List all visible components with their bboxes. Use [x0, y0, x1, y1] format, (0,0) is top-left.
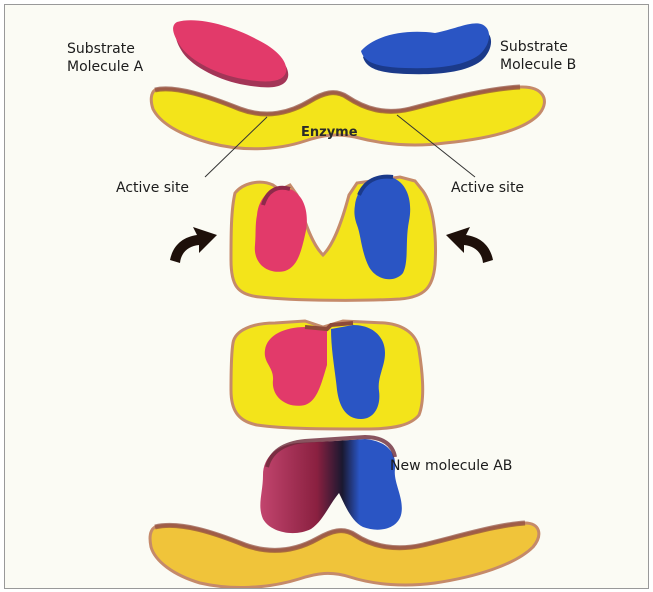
diagram-frame: Substrate Molecule A Substrate Molecule …: [4, 4, 649, 589]
enzyme-diagram: [5, 5, 649, 589]
arrow-left-icon: [170, 227, 217, 263]
new-molecule-ab-shape: [260, 437, 401, 533]
enzyme-shape-released: [150, 523, 539, 588]
enzyme-substrate-complex: [231, 321, 423, 429]
substrate-a-label-line1: Substrate: [67, 41, 135, 58]
substrate-a-label-line2: Molecule A: [67, 59, 143, 76]
substrate-b-label-line1: Substrate: [500, 39, 568, 56]
enzyme-label: Enzyme: [301, 124, 358, 141]
arrow-right-icon: [446, 227, 493, 263]
substrate-molecule-a-shape: [173, 20, 288, 87]
substrate-b-label-line2: Molecule B: [500, 57, 576, 74]
active-site-left-label: Active site: [116, 180, 189, 197]
active-site-right-label: Active site: [451, 180, 524, 197]
enzyme-shape-binding: [231, 177, 436, 301]
new-molecule-label: New molecule AB: [390, 458, 512, 475]
substrate-molecule-b-shape: [361, 23, 491, 74]
